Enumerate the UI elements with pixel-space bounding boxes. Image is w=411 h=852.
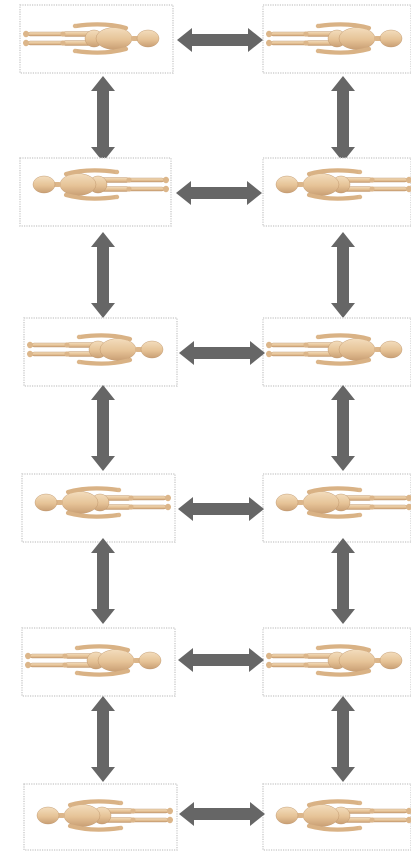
panel-row-2-right: [262, 157, 411, 227]
panel-row-1-left: [19, 4, 174, 74]
panel-row-4-left: [21, 473, 176, 543]
vertical-double-arrow-left-3: [91, 385, 115, 471]
vertical-double-arrow-right-1: [331, 76, 355, 162]
vertical-double-arrow-left-5: [91, 696, 115, 782]
panel-row-5-right: [262, 627, 411, 697]
panel-row-6-left: [23, 783, 178, 851]
vertical-double-arrow-right-3: [331, 385, 355, 471]
vertical-double-arrow-left-4: [91, 538, 115, 624]
vertical-double-arrow-left-2: [91, 232, 115, 318]
horizontal-double-arrow-row-3: [179, 341, 265, 365]
vertical-double-arrow-right-4: [331, 538, 355, 624]
horizontal-double-arrow-row-5: [178, 648, 264, 672]
vertical-double-arrow-left-1: [91, 76, 115, 162]
horizontal-double-arrow-row-4: [178, 497, 264, 521]
panel-row-5-left: [21, 627, 176, 697]
vertical-double-arrow-right-2: [331, 232, 355, 318]
panel-row-3-left: [23, 317, 178, 387]
panel-row-4-right: [262, 473, 411, 543]
horizontal-double-arrow-row-1: [177, 28, 263, 52]
panel-row-1-right: [262, 4, 411, 74]
horizontal-double-arrow-row-6: [179, 802, 265, 826]
vertical-double-arrow-right-5: [331, 696, 355, 782]
panel-row-3-right: [262, 317, 411, 387]
panel-row-6-right: [262, 783, 411, 851]
horizontal-double-arrow-row-2: [176, 181, 262, 205]
panel-row-2-left: [19, 157, 172, 227]
